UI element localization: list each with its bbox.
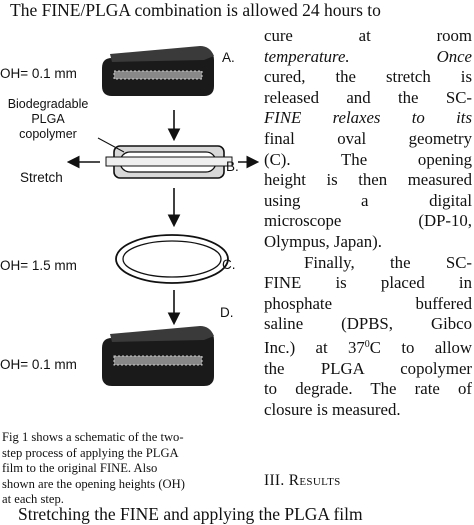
text-line: FINE is placed in xyxy=(264,273,472,293)
fine-cuff-b xyxy=(105,145,233,179)
text-line: Inc.) at 370C to allow xyxy=(264,335,472,359)
fine-cuff-c xyxy=(115,234,229,284)
material-label-line: copolymer xyxy=(19,127,77,141)
text-line: final oval geometry xyxy=(264,128,472,148)
fine-cuff-a xyxy=(102,46,214,96)
step-label-b: B. xyxy=(226,159,239,174)
pointer-line xyxy=(97,137,125,153)
step-label-c: C. xyxy=(222,257,236,272)
material-label: Biodegradable PLGA copolymer xyxy=(0,97,96,142)
right-column: cure at room temperature. Once cured, th… xyxy=(264,26,472,420)
section-number: III. xyxy=(264,472,289,489)
text-line: Olympus, Japan). xyxy=(264,231,382,251)
text-line: Finally, the SC- xyxy=(304,252,472,272)
figure-schematic: A. B. C. D. OH= 0.1 mm OH= 1.5 mm OH= 0.… xyxy=(0,38,262,468)
text-line: temperature. Once xyxy=(264,47,472,68)
caption-line: Fig 1 shows a schematic of the two- xyxy=(2,430,184,444)
section-title: Results xyxy=(288,472,341,489)
cuff-slit xyxy=(114,71,202,79)
text-line: phosphate buffered xyxy=(264,293,472,313)
bottom-text-line: Stretching the FINE and applying the PLG… xyxy=(18,504,363,524)
step-label-d: D. xyxy=(220,305,234,320)
schematic-drawing xyxy=(66,46,260,386)
text-line: (C). The opening xyxy=(264,149,472,169)
text-italic: temperature. Once xyxy=(264,46,472,66)
material-label-line: PLGA xyxy=(31,112,65,126)
text-fragment: C to allow xyxy=(369,337,473,357)
text-line: released and the SC- xyxy=(264,87,472,107)
top-text-line: The FINE/PLGA combination is allowed 24 … xyxy=(10,0,381,20)
caption-line: at each step. xyxy=(2,492,64,507)
text-line: cured, the stretch is xyxy=(264,67,472,87)
text-line: cure at room xyxy=(264,26,472,45)
figure-caption: Fig 1 shows a schematic of the two- step… xyxy=(2,430,254,508)
text-line: the PLGA copolymer xyxy=(264,358,472,378)
paragraph-cure: cure at room temperature. Once cured, th… xyxy=(264,26,472,253)
text-fragment: Inc.) at 37 xyxy=(264,337,365,357)
step-label-a: A. xyxy=(222,50,235,65)
text-line: saline (DPBS, Gibco xyxy=(264,314,472,334)
degree-superscript: 0 xyxy=(364,338,370,350)
stretch-label: Stretch xyxy=(20,170,63,185)
opening-height-d: OH= 0.1 mm xyxy=(0,357,77,372)
fine-cuff-d xyxy=(102,326,214,386)
text-line: height is then measured xyxy=(264,170,472,190)
plga-film xyxy=(105,156,233,167)
text-line: closure is measured. xyxy=(264,399,401,419)
caption-line: step process of applying the PLGA xyxy=(2,445,179,460)
opening-height-c: OH= 1.5 mm xyxy=(0,258,77,273)
text-line: microscope (DP-10, xyxy=(264,211,472,231)
text-line: to degrade. The rate of xyxy=(264,379,472,399)
text-line: using a digital xyxy=(264,190,472,210)
material-label-line: Biodegradable xyxy=(7,97,89,111)
opening-height-a: OH= 0.1 mm xyxy=(0,66,77,81)
section-heading: III. Results xyxy=(264,472,341,490)
caption-line: shown are the opening heights (OH) xyxy=(2,476,185,491)
caption-line: film to the original FINE. Also xyxy=(2,461,158,476)
cuff-slit xyxy=(114,356,202,365)
paragraph-finally: Finally, the SC- FINE is placed in phosp… xyxy=(264,253,472,421)
text-line: FINE relaxes to its xyxy=(264,108,472,128)
